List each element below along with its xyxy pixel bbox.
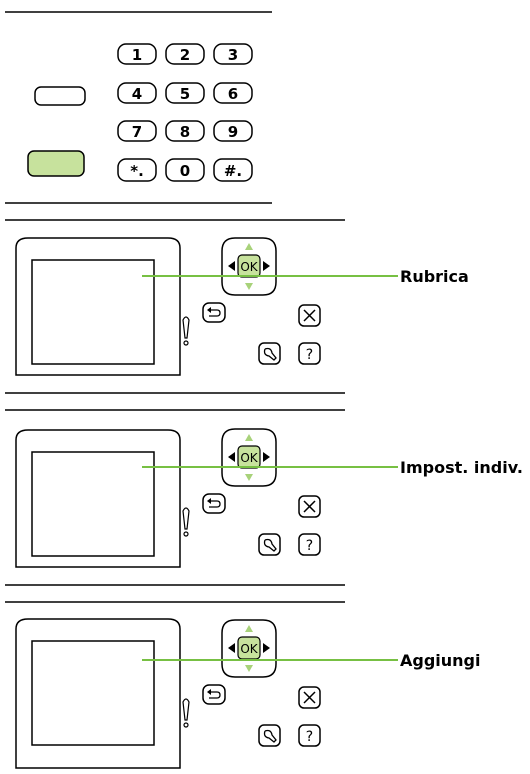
- wrench-icon: [263, 729, 277, 743]
- key-star[interactable]: *.: [117, 158, 157, 182]
- key-label: 3: [228, 46, 238, 64]
- key-3[interactable]: 3: [213, 43, 253, 65]
- arrow-left-icon[interactable]: [228, 452, 235, 462]
- help-label: ?: [306, 347, 313, 363]
- callout-label: Rubrica: [400, 267, 469, 286]
- cancel-x-icon: [303, 500, 316, 513]
- key-label: 1: [132, 46, 142, 64]
- wrench-icon: [263, 538, 277, 552]
- back-button[interactable]: [202, 684, 226, 705]
- setup-button[interactable]: [258, 724, 281, 747]
- help-button[interactable]: ?: [298, 533, 321, 556]
- key-label: *.: [130, 162, 144, 180]
- wrench-icon: [263, 347, 277, 361]
- arrow-up-icon[interactable]: [245, 243, 253, 250]
- arrow-right-icon[interactable]: [263, 643, 270, 653]
- key-9[interactable]: 9: [213, 120, 253, 142]
- ok-button[interactable]: OK: [237, 636, 261, 660]
- key-hash[interactable]: #.: [213, 158, 253, 182]
- key-label: 4: [132, 85, 142, 103]
- display-screen: [31, 640, 155, 746]
- arrow-up-icon[interactable]: [245, 434, 253, 441]
- arrow-left-icon[interactable]: [228, 261, 235, 271]
- ok-label: OK: [240, 260, 258, 274]
- cancel-x-icon: [303, 691, 316, 704]
- callout-label: Impost. indiv.: [400, 458, 523, 477]
- key-4[interactable]: 4: [117, 82, 157, 104]
- key-label: #.: [224, 162, 242, 180]
- key-label: 8: [180, 123, 190, 141]
- key-1[interactable]: 1: [117, 43, 157, 65]
- control-panel-1: OK ? Rubrica: [5, 219, 469, 394]
- back-button[interactable]: [202, 302, 226, 323]
- ok-label: OK: [240, 451, 258, 465]
- control-panel-2: OK ? Impost. indiv.: [5, 409, 523, 586]
- attention-icon: [182, 316, 190, 346]
- key-8[interactable]: 8: [165, 120, 205, 142]
- secondary-button[interactable]: [34, 86, 86, 106]
- key-2[interactable]: 2: [165, 43, 205, 65]
- setup-button[interactable]: [258, 533, 281, 556]
- arrow-right-icon[interactable]: [263, 261, 270, 271]
- arrow-down-icon[interactable]: [245, 474, 253, 481]
- key-5[interactable]: 5: [165, 82, 205, 104]
- cancel-button[interactable]: [298, 686, 321, 709]
- attention-icon: [182, 698, 190, 728]
- back-arrow-icon: [209, 691, 221, 699]
- key-label: 7: [132, 123, 142, 141]
- arrow-up-icon[interactable]: [245, 625, 253, 632]
- control-panel-3: OK ? Aggiungi: [5, 601, 481, 769]
- arrow-down-icon[interactable]: [245, 665, 253, 672]
- start-button-highlighted[interactable]: [27, 150, 85, 177]
- ok-button[interactable]: OK: [237, 445, 261, 469]
- key-label: 2: [180, 46, 190, 64]
- ok-button[interactable]: OK: [237, 254, 261, 278]
- help-label: ?: [306, 729, 313, 745]
- key-label: 5: [180, 85, 190, 103]
- arrow-down-icon[interactable]: [245, 283, 253, 290]
- arrow-right-icon[interactable]: [263, 452, 270, 462]
- cancel-button[interactable]: [298, 304, 321, 327]
- display-screen: [31, 259, 155, 365]
- cancel-x-icon: [303, 309, 316, 322]
- key-7[interactable]: 7: [117, 120, 157, 142]
- back-arrow-icon: [209, 500, 221, 508]
- help-button[interactable]: ?: [298, 724, 321, 747]
- help-label: ?: [306, 538, 313, 554]
- setup-button[interactable]: [258, 342, 281, 365]
- back-arrow-icon: [209, 309, 221, 317]
- help-button[interactable]: ?: [298, 342, 321, 365]
- key-6[interactable]: 6: [213, 82, 253, 104]
- key-label: 9: [228, 123, 238, 141]
- ok-label: OK: [240, 642, 258, 656]
- key-label: 6: [228, 85, 238, 103]
- display-screen: [31, 451, 155, 557]
- callout-label: Aggiungi: [400, 651, 481, 670]
- key-0[interactable]: 0: [165, 158, 205, 182]
- back-button[interactable]: [202, 493, 226, 514]
- arrow-left-icon[interactable]: [228, 643, 235, 653]
- attention-icon: [182, 507, 190, 537]
- key-label: 0: [180, 162, 190, 180]
- cancel-button[interactable]: [298, 495, 321, 518]
